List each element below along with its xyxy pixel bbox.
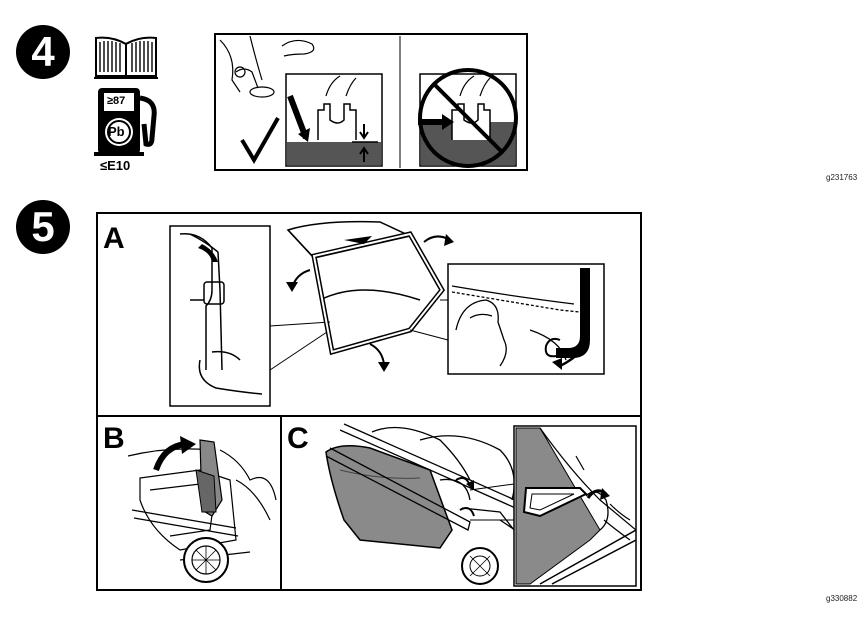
ethanol-label: ≤E10 [100, 158, 130, 173]
fuel-level-figure [214, 33, 528, 171]
lead-free-label: Pb [108, 124, 125, 139]
panel-b-label: B [103, 424, 125, 454]
figure-code-step5: g330882 [826, 594, 857, 603]
step-5-figure [96, 212, 642, 591]
step-4-number: 4 [31, 28, 54, 75]
step-5-badge: 5 [16, 200, 70, 254]
panel-c-label: C [287, 424, 309, 454]
figure-code-step4: g231763 [826, 173, 857, 182]
step-4-badge: 4 [16, 25, 70, 79]
step-5-number: 5 [31, 203, 54, 250]
panel-a-label: A [103, 224, 125, 254]
octane-label: ≥87 [107, 95, 125, 107]
